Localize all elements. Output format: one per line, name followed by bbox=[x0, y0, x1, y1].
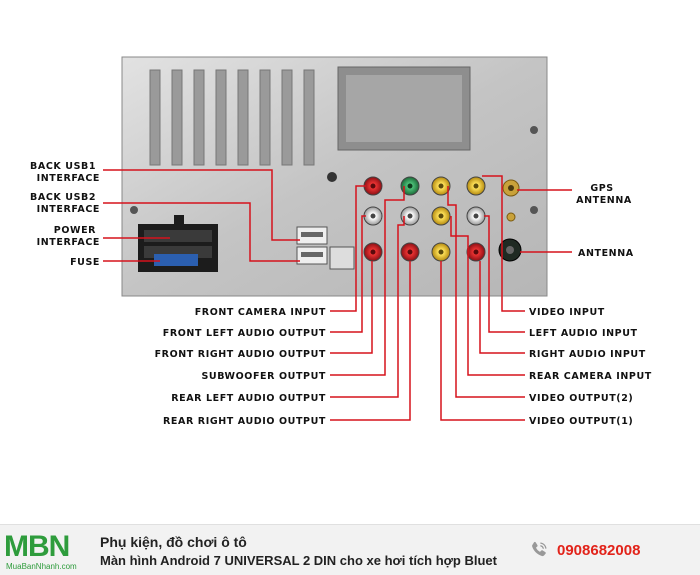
rca-jack bbox=[466, 176, 486, 196]
gps-connector bbox=[502, 179, 520, 222]
label-left-audio-input: LEFT AUDIO INPUT bbox=[529, 328, 638, 339]
phone-icon bbox=[532, 541, 547, 557]
label-front-camera-input: FRONT CAMERA INPUT bbox=[195, 307, 326, 318]
screw-hole bbox=[327, 172, 337, 182]
rca-jack bbox=[431, 176, 451, 196]
rca-jacks bbox=[363, 176, 486, 262]
screw-hole bbox=[130, 206, 138, 214]
bottom-right-labels: VIDEO INPUT LEFT AUDIO INPUT RIGHT AUDIO… bbox=[529, 307, 652, 427]
screw-hole bbox=[530, 126, 538, 134]
brand-logo-subtext: MuaBanNhanh.com bbox=[6, 562, 77, 571]
wiring-diagram: BACK USB1 INTERFACE BACK USB2 INTERFACE … bbox=[30, 56, 652, 427]
rca-jack bbox=[400, 176, 420, 196]
rca-jack bbox=[363, 176, 383, 196]
label-front-left-audio-output: FRONT LEFT AUDIO OUTPUT bbox=[163, 328, 326, 339]
rca-jack bbox=[466, 242, 486, 262]
label-rear-camera-input: REAR CAMERA INPUT bbox=[529, 371, 652, 382]
rca-jack bbox=[363, 206, 383, 226]
leader-lines bbox=[103, 169, 572, 421]
left-labels: BACK USB1 INTERFACE BACK USB2 INTERFACE … bbox=[30, 161, 100, 268]
bottom-left-labels: FRONT CAMERA INPUT FRONT LEFT AUDIO OUTP… bbox=[155, 307, 326, 427]
label-gps-antenna: GPS ANTENNA bbox=[576, 183, 632, 206]
usb-ports bbox=[296, 226, 355, 270]
label-back-usb1: BACK USB1 INTERFACE bbox=[30, 161, 100, 184]
rca-jack bbox=[431, 206, 451, 226]
footer-bar: MBN MuaBanNhanh.com Phụ kiện, đồ chơi ô … bbox=[0, 524, 700, 575]
fuse-element bbox=[154, 254, 198, 266]
product-title[interactable]: Màn hình Android 7 UNIVERSAL 2 DIN cho x… bbox=[100, 553, 497, 568]
rca-jack bbox=[431, 242, 451, 262]
screw-hole bbox=[530, 206, 538, 214]
rca-jack bbox=[400, 242, 420, 262]
label-back-usb2: BACK USB2 INTERFACE bbox=[30, 192, 100, 215]
brand-logo[interactable]: MBN bbox=[4, 530, 70, 563]
rca-jack bbox=[466, 206, 486, 226]
rca-jack bbox=[400, 206, 420, 226]
heatsink-plate-inner bbox=[346, 75, 462, 142]
category-title[interactable]: Phụ kiện, đồ chơi ô tô bbox=[100, 534, 247, 550]
label-rear-right-audio-output: REAR RIGHT AUDIO OUTPUT bbox=[163, 416, 326, 427]
label-subwoofer-output: SUBWOOFER OUTPUT bbox=[201, 371, 326, 382]
antenna-connector bbox=[498, 238, 522, 262]
label-fuse: FUSE bbox=[70, 257, 100, 268]
rca-jack bbox=[363, 242, 383, 262]
label-video-output-2: VIDEO OUTPUT(2) bbox=[529, 393, 633, 404]
label-antenna: ANTENNA bbox=[578, 248, 634, 259]
label-front-right-audio-output: FRONT RIGHT AUDIO OUTPUT bbox=[155, 349, 326, 360]
right-labels: GPS ANTENNA ANTENNA bbox=[576, 183, 634, 259]
label-power-interface: POWER INTERFACE bbox=[37, 225, 100, 248]
label-right-audio-input: RIGHT AUDIO INPUT bbox=[529, 349, 646, 360]
vent-slots bbox=[149, 69, 315, 166]
label-rear-left-audio-output: REAR LEFT AUDIO OUTPUT bbox=[171, 393, 326, 404]
label-video-input: VIDEO INPUT bbox=[529, 307, 605, 318]
label-video-output-1: VIDEO OUTPUT(1) bbox=[529, 416, 633, 427]
hotline-number[interactable]: 0908682008 bbox=[557, 542, 641, 559]
